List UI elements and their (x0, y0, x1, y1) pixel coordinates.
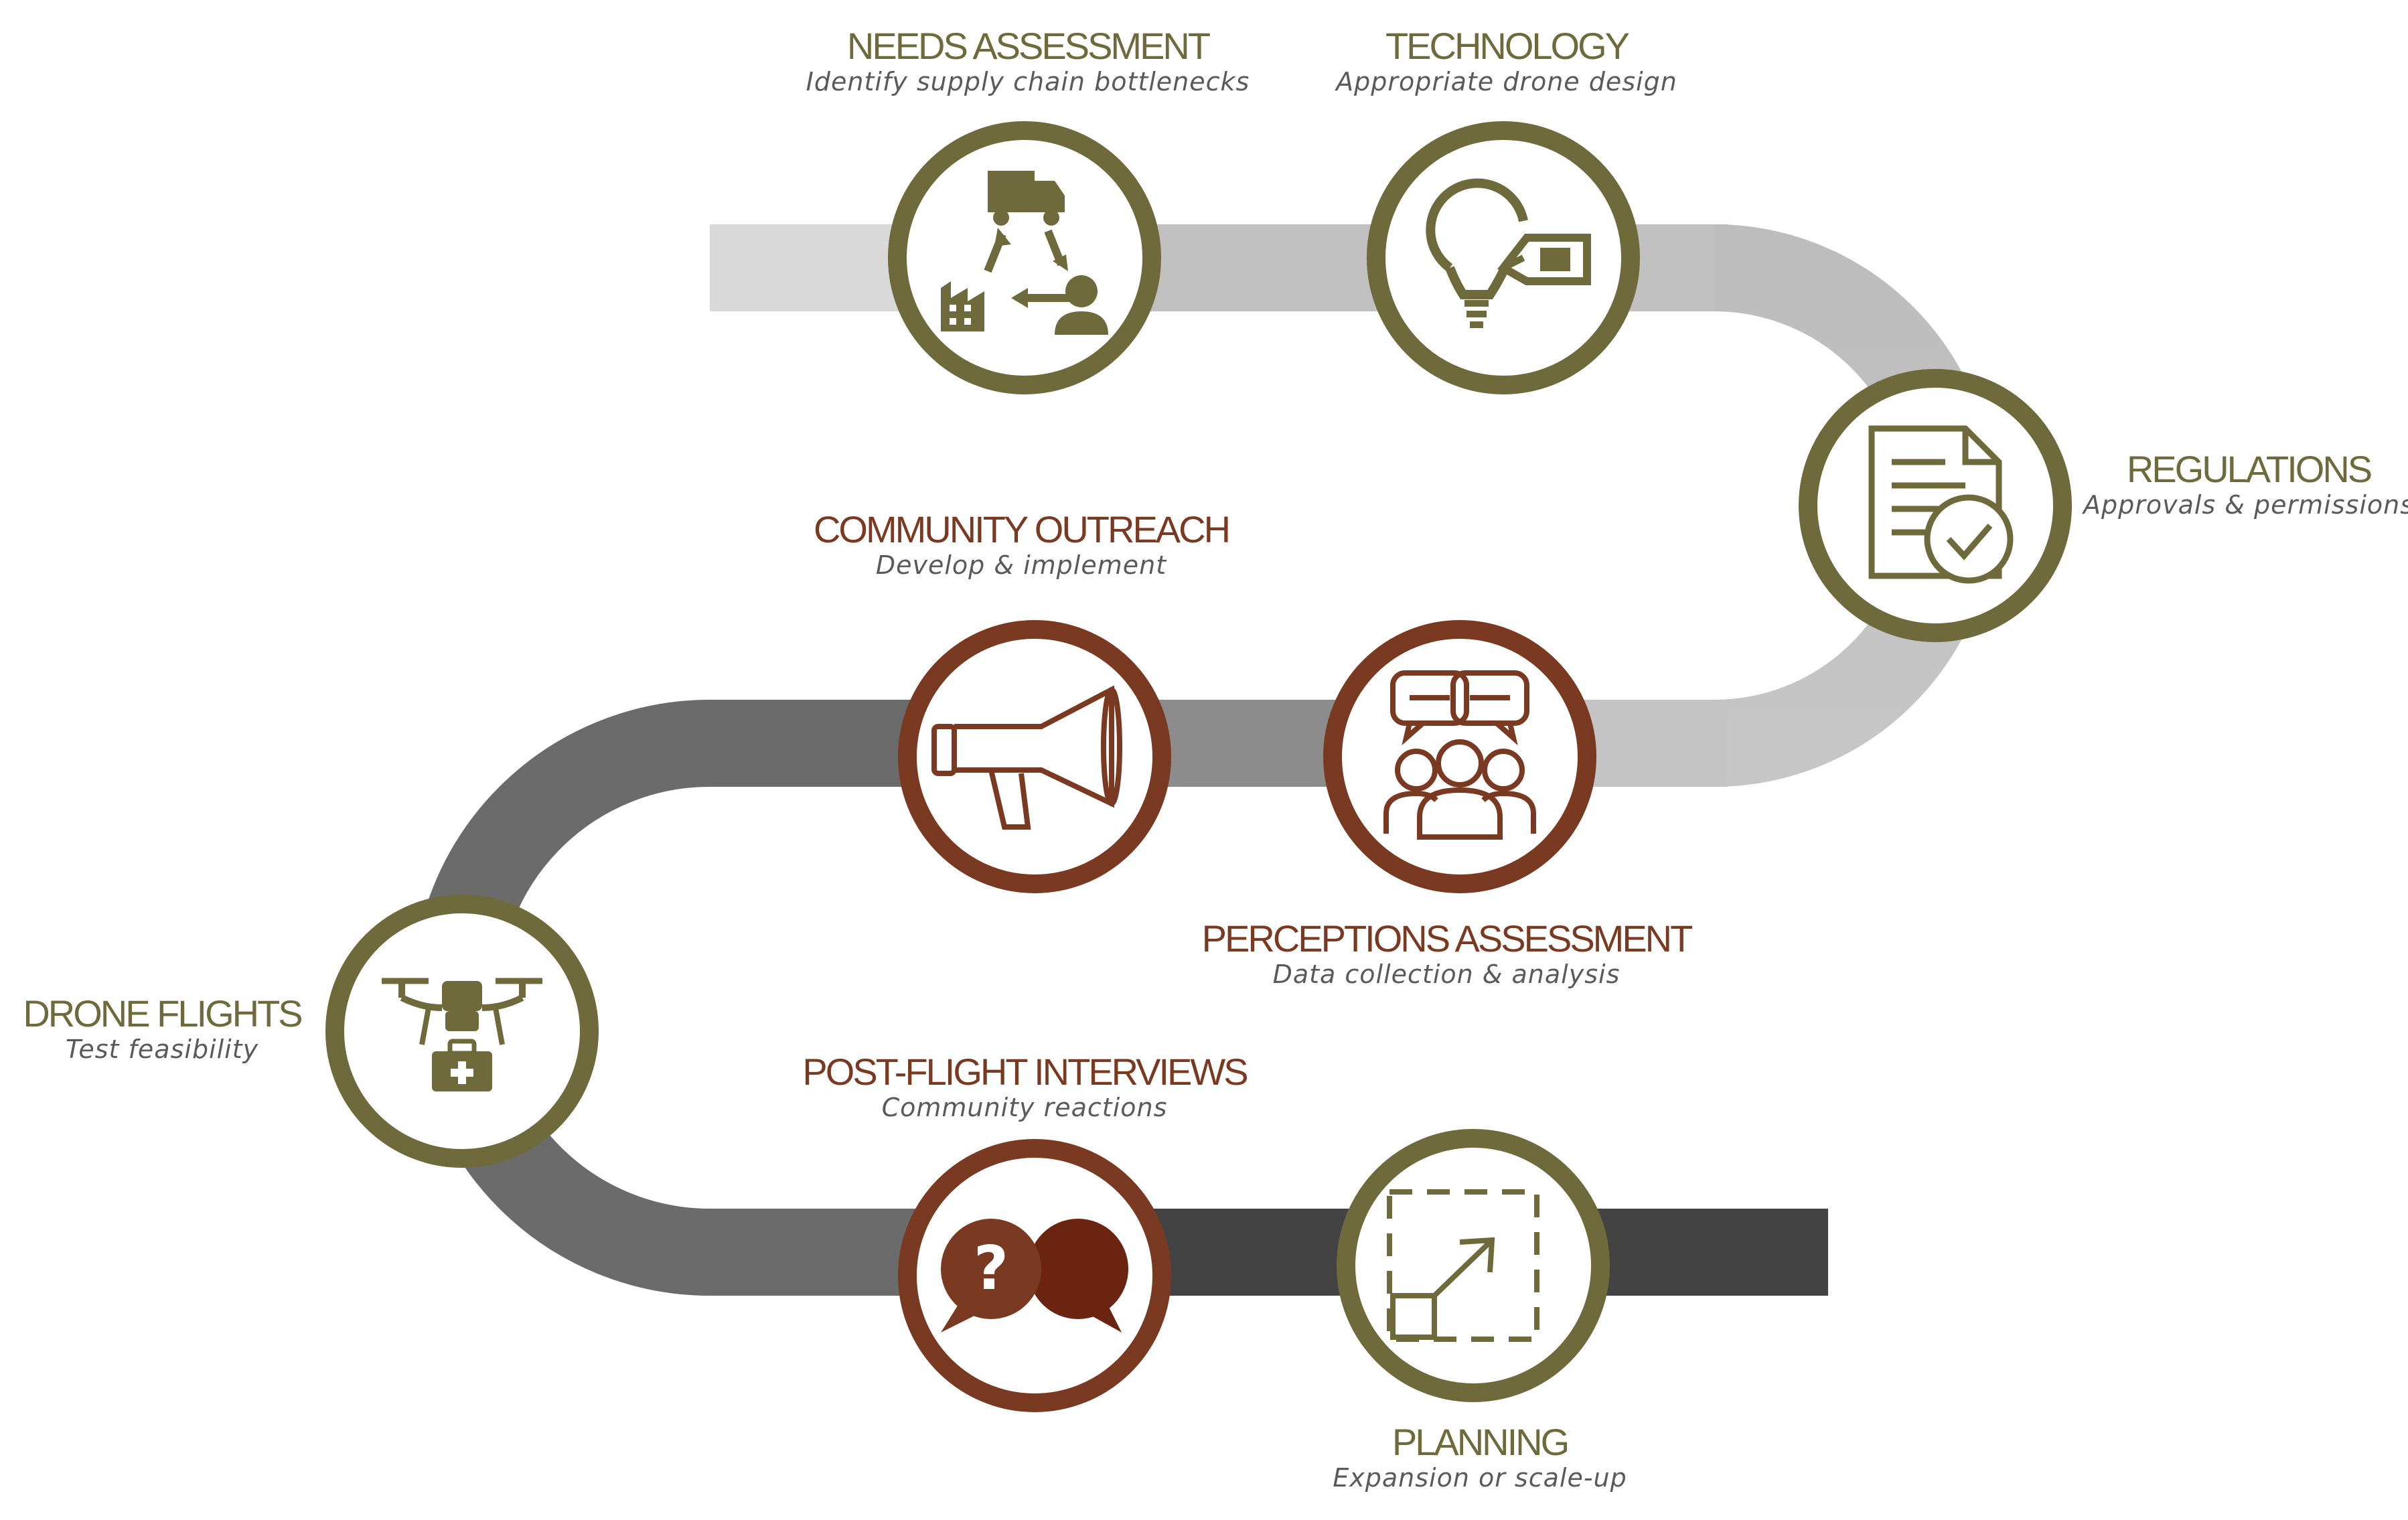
step-label-post-flight-interviews: POST-FLIGHT INTERVIEWS Community reactio… (802, 1051, 1248, 1124)
people-discussion-icon (1383, 670, 1536, 840)
step-title: NEEDS ASSESSMENT (846, 25, 1211, 67)
step-title: PLANNING (1391, 1421, 1570, 1463)
step-circle-community-outreach (898, 620, 1171, 893)
supply-chain-icon (941, 171, 1108, 335)
step-subtitle: Approvals & permissions (2083, 489, 2408, 520)
step-label-planning: PLANNING Expansion or scale-up (1333, 1421, 1627, 1494)
step-label-regulations: REGULATIONS Approvals & permissions (2083, 448, 2408, 521)
step-subtitle: Identify supply chain bottlenecks (806, 66, 1250, 96)
step-circle-regulations (1799, 369, 2072, 642)
scale-up-icon (1387, 1189, 1539, 1342)
step-circle-perceptions-assessment (1323, 620, 1596, 893)
step-circle-technology (1367, 121, 1640, 394)
step-subtitle: Data collection & analysis (1272, 959, 1621, 989)
step-circle-post-flight-interviews: ? (898, 1139, 1171, 1412)
step-circle-drone-flights (325, 895, 599, 1168)
step-title: DRONE FLIGHTS (23, 992, 303, 1035)
step-circle-needs-assessment (888, 121, 1161, 394)
step-label-technology: TECHNOLOGY Appropriate drone design (1336, 25, 1677, 98)
step-title: REGULATIONS (2126, 448, 2373, 490)
step-title: COMMUNITY OUTREACH (813, 508, 1231, 550)
step-subtitle: Develop & implement (875, 550, 1167, 580)
step-subtitle: Test feasibility (65, 1034, 259, 1064)
lightbulb-pen-icon (1426, 178, 1591, 328)
step-subtitle: Appropriate drone design (1336, 66, 1677, 96)
step-title: PERCEPTIONS ASSESSMENT (1201, 917, 1694, 960)
medical-drone-icon (382, 978, 542, 1091)
approved-document-icon (1868, 425, 2014, 584)
step-circle-planning (1337, 1129, 1610, 1402)
svg-text:?: ? (974, 1233, 1008, 1304)
question-bubbles-icon: ? (941, 1219, 1128, 1333)
step-label-perceptions-assessment: PERCEPTIONS ASSESSMENT Data collection &… (1201, 917, 1694, 990)
step-subtitle: Expansion or scale-up (1333, 1462, 1627, 1493)
step-subtitle: Community reactions (881, 1092, 1168, 1122)
step-label-needs-assessment: NEEDS ASSESSMENT Identify supply chain b… (806, 25, 1250, 98)
step-title: POST-FLIGHT INTERVIEWS (802, 1051, 1248, 1093)
step-title: TECHNOLOGY (1385, 25, 1630, 67)
step-label-drone-flights: DRONE FLIGHTS Test feasibility (23, 992, 303, 1065)
megaphone-icon (931, 685, 1122, 830)
step-label-community-outreach: COMMUNITY OUTREACH Develop & implement (813, 508, 1231, 581)
